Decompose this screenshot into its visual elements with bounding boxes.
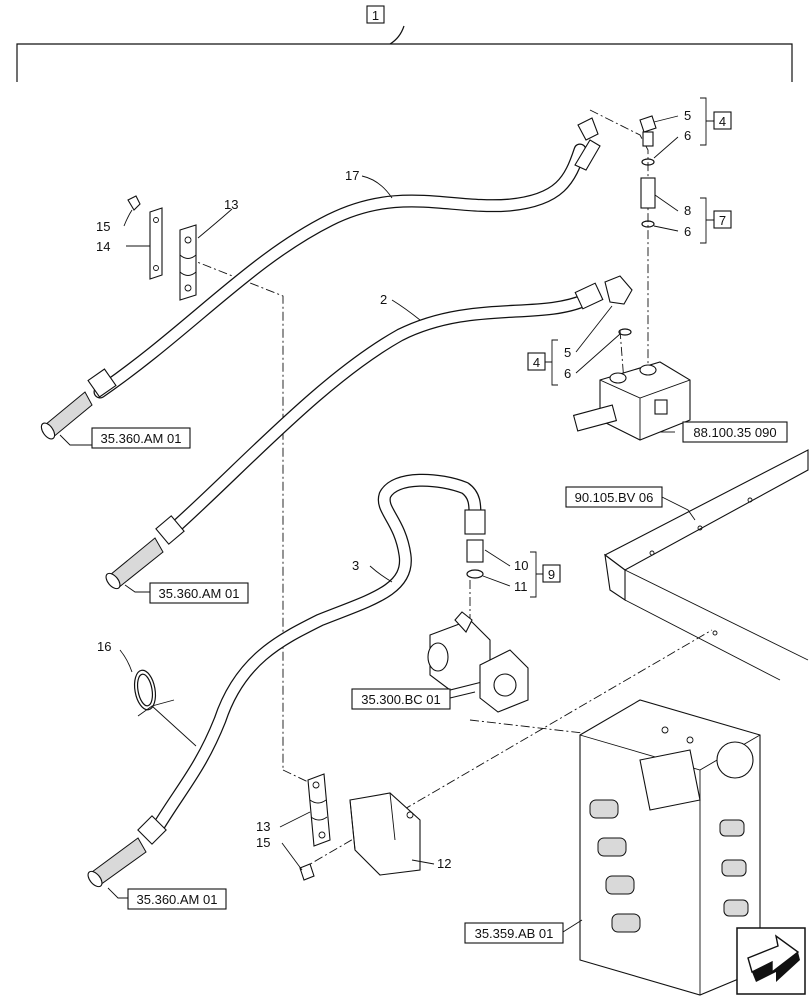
svg-text:35.300.BC 01: 35.300.BC 01 — [361, 692, 441, 707]
svg-text:35.359.AB 01: 35.359.AB 01 — [475, 926, 554, 941]
callout-12: 12 — [437, 856, 451, 871]
ref-link-35-360-am-01-b[interactable]: 35.360.AM 01 — [149, 582, 249, 604]
kit-brackets — [530, 97, 714, 598]
control-valve — [572, 361, 691, 441]
callout-11: 11 — [514, 579, 528, 594]
kit-boxes: 4 7 4 9 — [527, 111, 732, 583]
hose-3 — [87, 473, 486, 888]
main-control-valve — [579, 699, 761, 996]
ref-link-35-360-am-01-c[interactable]: 35.360.AM 01 — [127, 888, 227, 910]
reference-labels: 35.360.AM 01 35.360.AM 01 35.360.AM 01 8… — [91, 421, 788, 944]
valve-fittings-top — [618, 115, 657, 336]
callout-14: 14 — [96, 239, 110, 254]
svg-text:35.360.AM 01: 35.360.AM 01 — [137, 892, 218, 907]
callout-5-lower: 5 — [564, 345, 571, 360]
callout-15-top: 15 — [96, 219, 110, 234]
callout-10: 10 — [514, 558, 528, 573]
ref-link-35-360-am-01-a[interactable]: 35.360.AM 01 — [91, 427, 191, 449]
clamp-set-bottom — [299, 773, 421, 881]
ref-link-88-100-35-090[interactable]: 88.100.35 090 — [682, 421, 788, 443]
callout-5-top: 5 — [684, 108, 691, 123]
assembly-number: 1 — [372, 8, 379, 23]
callout-numbers: 17 2 3 16 13 14 15 13 15 12 5 6 8 6 5 6 … — [96, 108, 691, 871]
hose-2 — [105, 275, 633, 590]
svg-text:90.105.BV 06: 90.105.BV 06 — [575, 490, 654, 505]
clamp-set-top — [127, 195, 197, 301]
kit-7: 7 — [719, 213, 726, 228]
callout-13-top: 13 — [224, 197, 238, 212]
o-ring-16 — [133, 669, 197, 747]
callout-8: 8 — [684, 203, 691, 218]
callout-13-bottom: 13 — [256, 819, 270, 834]
ref-link-90-105-bv-06[interactable]: 90.105.BV 06 — [565, 486, 663, 508]
callout-6-mid: 6 — [684, 224, 691, 239]
hose-17 — [40, 117, 601, 440]
callout-3: 3 — [352, 558, 359, 573]
callout-15-bottom: 15 — [256, 835, 270, 850]
kit-4-top: 4 — [719, 114, 726, 129]
assembly-bracket: 1 — [16, 5, 793, 82]
callout-2: 2 — [380, 292, 387, 307]
svg-text:35.360.AM 01: 35.360.AM 01 — [101, 431, 182, 446]
ref-link-35-300-bc-01[interactable]: 35.300.BC 01 — [351, 688, 451, 710]
callout-6-lower: 6 — [564, 366, 571, 381]
svg-text:88.100.35 090: 88.100.35 090 — [693, 425, 776, 440]
kit-9: 9 — [548, 567, 555, 582]
callout-17: 17 — [345, 168, 359, 183]
next-page-arrow-icon[interactable] — [736, 927, 806, 995]
leader-lines — [59, 115, 696, 933]
kit-4-lower: 4 — [533, 355, 540, 370]
callout-6-top: 6 — [684, 128, 691, 143]
callout-16: 16 — [97, 639, 111, 654]
svg-text:35.360.AM 01: 35.360.AM 01 — [159, 586, 240, 601]
ref-link-35-359-ab-01[interactable]: 35.359.AB 01 — [464, 922, 564, 944]
frame — [603, 449, 809, 681]
hydraulic-block — [427, 569, 529, 713]
